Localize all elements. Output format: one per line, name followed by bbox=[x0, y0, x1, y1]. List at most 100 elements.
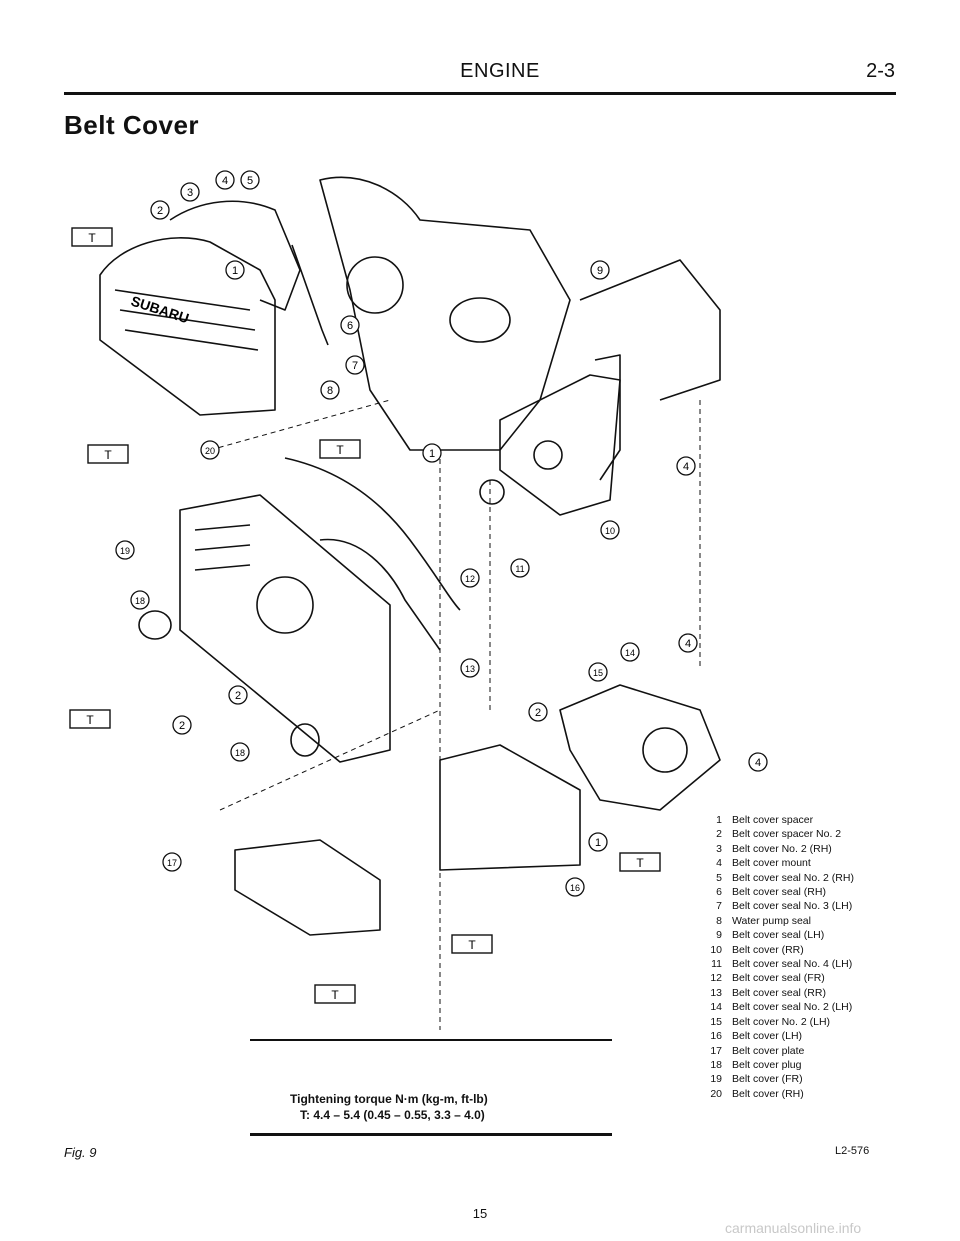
torque-tag-box bbox=[314, 984, 356, 1004]
callout-circle bbox=[510, 558, 530, 578]
rr-cover-hole bbox=[533, 440, 563, 470]
engine-block-outline bbox=[319, 176, 571, 451]
callout-circle bbox=[320, 380, 340, 400]
callout-circle bbox=[200, 440, 220, 460]
callout-number: 17 bbox=[167, 858, 177, 868]
callout-number: 1 bbox=[595, 837, 601, 849]
callout-circle bbox=[588, 662, 608, 682]
callout-circle bbox=[130, 590, 150, 610]
callout-circle bbox=[340, 315, 360, 335]
callout-circle bbox=[528, 702, 548, 722]
callout-number: 9 bbox=[597, 265, 603, 277]
cover-plug-upper bbox=[138, 610, 172, 640]
callout-number: 12 bbox=[465, 574, 475, 584]
torque-tag-box bbox=[87, 444, 129, 464]
torque-tag-label: T bbox=[86, 713, 94, 727]
callout-number: 3 bbox=[187, 187, 193, 199]
seal-ring bbox=[479, 479, 505, 505]
callout-circle bbox=[460, 568, 480, 588]
header-title: ENGINE bbox=[460, 60, 540, 82]
fr-cover-ribs bbox=[194, 524, 251, 571]
callout-circle bbox=[215, 170, 235, 190]
callout-circle bbox=[345, 355, 365, 375]
callout-circle bbox=[748, 752, 768, 772]
rh-seal bbox=[291, 244, 329, 346]
rh-belt-cover-outline bbox=[99, 237, 276, 416]
callout-circle bbox=[228, 685, 248, 705]
callout-circle bbox=[230, 742, 250, 762]
water-pump-body bbox=[449, 297, 511, 343]
torque-tag-label: T bbox=[104, 448, 112, 462]
callout-circle bbox=[180, 182, 200, 202]
callout-number: 11 bbox=[515, 564, 524, 574]
torque-tags: T T T T T T T bbox=[69, 227, 661, 1004]
torque-tag-label: T bbox=[636, 856, 644, 870]
rr-seal-long bbox=[319, 538, 441, 651]
torque-tag-box bbox=[619, 852, 661, 872]
callout-circle bbox=[678, 633, 698, 653]
callout-number: 19 bbox=[120, 546, 130, 556]
brand-lettering: SUBARU bbox=[129, 293, 191, 327]
callout-circle bbox=[565, 877, 585, 897]
cover-plug-lower bbox=[290, 723, 320, 757]
callout-circle bbox=[600, 520, 620, 540]
torque-rule-top bbox=[250, 1039, 612, 1041]
torque-title: Tightening torque N·m (kg-m, ft-lb) bbox=[290, 1092, 488, 1106]
callout-number: 4 bbox=[755, 757, 761, 769]
callout-number: 16 bbox=[570, 883, 580, 893]
fr-belt-cover bbox=[179, 494, 391, 763]
callout-number: 2 bbox=[535, 707, 541, 719]
callout-number: 5 bbox=[247, 175, 253, 187]
callout-number: 10 bbox=[605, 526, 615, 536]
page-number: 2-3 bbox=[866, 60, 895, 82]
callout-number: 13 bbox=[465, 664, 475, 674]
callout-number: 2 bbox=[179, 720, 185, 732]
callout-circle bbox=[225, 260, 245, 280]
callout-number: 2 bbox=[235, 690, 241, 702]
callout-circle bbox=[162, 852, 182, 872]
belt-cover-plate bbox=[234, 839, 381, 936]
fr-cover-opening bbox=[256, 576, 314, 634]
rr-belt-cover bbox=[499, 374, 621, 516]
callout-circle bbox=[590, 260, 610, 280]
callout-number: 4 bbox=[683, 461, 689, 473]
callout-number: 4 bbox=[685, 638, 691, 650]
lh-seal bbox=[594, 354, 621, 481]
callout-number: 4 bbox=[222, 175, 228, 187]
callout-circle bbox=[240, 170, 260, 190]
callout-circle bbox=[588, 832, 608, 852]
reference-code: L2-576 bbox=[835, 1145, 870, 1157]
callout-circle bbox=[172, 715, 192, 735]
torque-tag-label: T bbox=[468, 938, 476, 952]
callout-number: 8 bbox=[327, 385, 333, 397]
torque-tag-box bbox=[319, 439, 361, 459]
alignment-line-5 bbox=[219, 709, 441, 811]
callout-number: 20 bbox=[205, 446, 215, 456]
rh-cover-no2-outline bbox=[169, 200, 301, 311]
figure-caption: Fig. 9 bbox=[64, 1145, 97, 1160]
callout-number: 14 bbox=[625, 648, 635, 658]
rh-belt-cover-ribs bbox=[114, 289, 259, 351]
callout-number: 7 bbox=[352, 360, 358, 372]
section-title: Belt Cover bbox=[64, 110, 200, 140]
lh-belt-cover bbox=[439, 744, 581, 871]
torque-tag-label: T bbox=[336, 443, 344, 457]
torque-rule-bottom bbox=[250, 1133, 612, 1136]
callout-circle bbox=[422, 443, 442, 463]
